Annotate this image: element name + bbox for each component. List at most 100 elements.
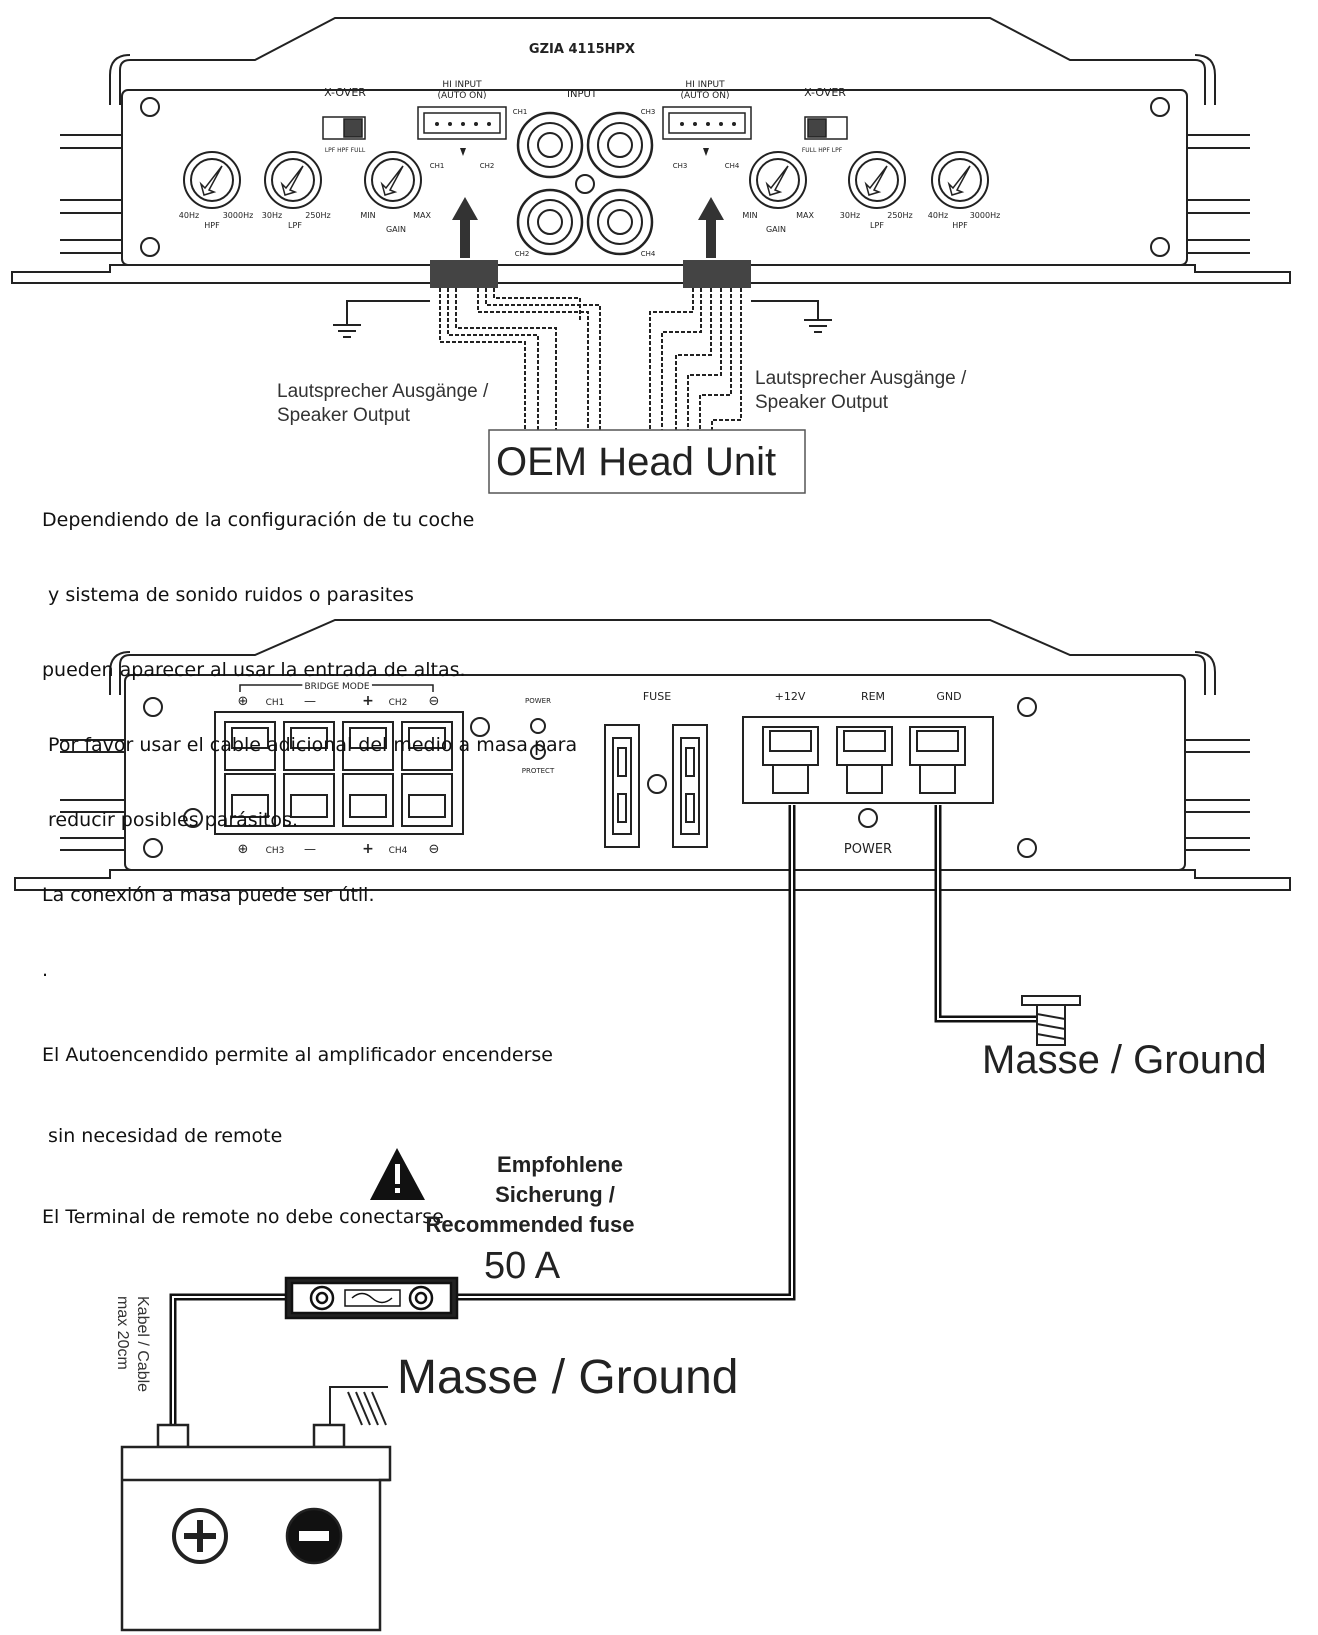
xover-right-positions: FULL HPF LPF <box>802 147 843 154</box>
knob-gain-right <box>749 151 807 209</box>
hi-input-left-line2: (AUTO ON) <box>437 91 486 101</box>
rca-ch4-label: CH4 <box>641 250 656 258</box>
bridge-mode-label: BRIDGE MODE <box>305 682 370 692</box>
knob-hpf-right <box>931 151 989 209</box>
input-label: INPUT <box>567 89 598 100</box>
fuse-note-line-1: Empfohlene <box>497 1152 623 1177</box>
rca-jack-ch4 <box>586 188 654 256</box>
knob-lpf-left-hi: 250Hz <box>305 211 330 220</box>
screw-icon <box>143 838 163 858</box>
term-top-4: CH2 <box>389 698 408 708</box>
harness-plug-right <box>683 260 751 288</box>
cable-note-line-1: Kabel / Cable <box>134 1296 151 1393</box>
screw-icon <box>140 237 160 257</box>
knob-gain-left-name: GAIN <box>386 225 406 234</box>
power-led-label: POWER <box>525 697 551 705</box>
ground-symbol-icon <box>804 319 832 333</box>
knob-lpf-right <box>848 151 906 209</box>
speaker-output-left-line2: Speaker Output <box>277 405 411 426</box>
note2-line-1: El Autoencendido permite al amplificador… <box>42 1044 553 1066</box>
battery-pos-cable <box>169 1293 286 1425</box>
note1-line-4: Por favor usar el cable adicional del me… <box>42 734 578 756</box>
rca-jack-ch2 <box>516 188 584 256</box>
screw-icon <box>1017 697 1037 717</box>
term-top-5: ⊖ <box>429 694 440 709</box>
hi-input-left-line1: HI INPUT <box>442 80 482 90</box>
note2-line-3: El Terminal de remote no debe conectarse <box>42 1206 444 1228</box>
knob-hpf-right-hi: 3000Hz <box>970 211 1001 220</box>
hi-pin-left-b: CH2 <box>480 162 495 170</box>
term-bottom-0: ⊕ <box>238 842 249 857</box>
amp-fuse-2 <box>672 724 708 848</box>
screw-icon <box>183 808 203 828</box>
knob-gain-right-lo: MIN <box>742 211 757 220</box>
term-bottom-4: CH4 <box>389 846 408 856</box>
hi-pin-right-b: CH4 <box>725 162 740 170</box>
knob-lpf-right-name: LPF <box>870 221 884 230</box>
speaker-terminal-ch1-pos <box>224 721 276 771</box>
rca-jack-ch1 <box>516 111 584 179</box>
speaker-output-right-label: Lautsprecher Ausgänge / Speaker Output <box>755 367 966 415</box>
battery-icon <box>120 1423 392 1632</box>
hi-input-right-line2: (AUTO ON) <box>680 91 729 101</box>
ground-label-amp: Masse / Ground <box>982 1038 1267 1082</box>
chassis-ground-icon <box>329 1386 388 1432</box>
ground-label-battery: Masse / Ground <box>397 1351 739 1404</box>
fuse-recommendation: Empfohlene Sicherung / Recommended fuse <box>395 1150 665 1240</box>
speaker-terminal-ch3-pos <box>224 773 276 827</box>
cable-length-note: Kabel / Cable max 20cm <box>112 1296 152 1446</box>
term-bottom-2: — <box>304 842 316 856</box>
screw-icon <box>143 697 163 717</box>
speaker-output-left-label: Lautsprecher Ausgänge / Speaker Output <box>277 380 488 428</box>
term-bottom-3: + <box>362 841 374 857</box>
knob-hpf-left-hi: 3000Hz <box>223 211 254 220</box>
knob-lpf-right-lo: 30Hz <box>840 211 860 220</box>
speaker-terminal-ch2-neg <box>401 721 453 771</box>
protect-led-icon <box>530 744 546 760</box>
hi-pin-left-a: CH1 <box>430 162 445 170</box>
note-auto-turn-on: El Autoencendido permite al amplificador… <box>42 988 553 1258</box>
knob-hpf-left-lo: 40Hz <box>179 211 199 220</box>
screw-icon <box>575 174 595 194</box>
ground-symbol-icon <box>333 324 361 338</box>
speaker-terminal-ch2-pos <box>342 721 394 771</box>
inline-fuse-holder <box>284 1276 459 1320</box>
knob-gain-left <box>364 151 422 209</box>
note2-line-2: sin necesidad de remote <box>42 1125 283 1147</box>
knob-hpf-right-name: HPF <box>952 221 968 230</box>
note1-line-2: y sistema de sonido ruidos o parasites <box>42 584 414 606</box>
speaker-terminal-ch4-neg <box>401 773 453 827</box>
fuse-note-line-2: Sicherung / <box>495 1182 615 1207</box>
power-terminal-12v <box>762 726 819 794</box>
warning-icon <box>370 1148 425 1200</box>
note1-line-1: Dependiendo de la configuración de tu co… <box>42 509 475 531</box>
term-bottom-1: CH3 <box>266 846 285 856</box>
amp-fuse-1 <box>604 724 640 848</box>
term-top-2: — <box>304 694 316 708</box>
oem-head-unit-label: OEM Head Unit <box>496 440 777 484</box>
power-terminal-gnd <box>909 726 966 794</box>
speaker-terminal-ch1-neg <box>283 721 335 771</box>
screw-icon <box>647 774 667 794</box>
knob-gain-right-hi: MAX <box>796 211 814 220</box>
hi-pin-right-a: CH3 <box>673 162 688 170</box>
amp-model: GZIA 4115HPX <box>529 42 635 57</box>
knob-hpf-right-lo: 40Hz <box>928 211 948 220</box>
term-bottom-5: ⊖ <box>429 842 440 857</box>
knob-hpf-left <box>183 151 241 209</box>
speaker-output-right-line1: Lautsprecher Ausgänge / <box>755 368 967 389</box>
speaker-terminal-ch3-neg <box>283 773 335 827</box>
knob-lpf-right-hi: 250Hz <box>887 211 912 220</box>
knob-hpf-left-name: HPF <box>204 221 220 230</box>
screw-icon <box>1017 838 1037 858</box>
note1-line-5: reducir posibles parásitos. <box>42 809 298 831</box>
rca-ch3-label: CH3 <box>641 108 656 116</box>
xover-left-positions: LPF HPF FULL <box>325 147 366 154</box>
battery-negative-icon <box>285 1507 343 1565</box>
knob-gain-left-lo: MIN <box>360 211 375 220</box>
hi-input-right-line1: HI INPUT <box>685 80 725 90</box>
amp-top <box>11 17 1291 284</box>
speaker-terminal-ch4-pos <box>342 773 394 827</box>
rca-ch2-label: CH2 <box>515 250 530 258</box>
